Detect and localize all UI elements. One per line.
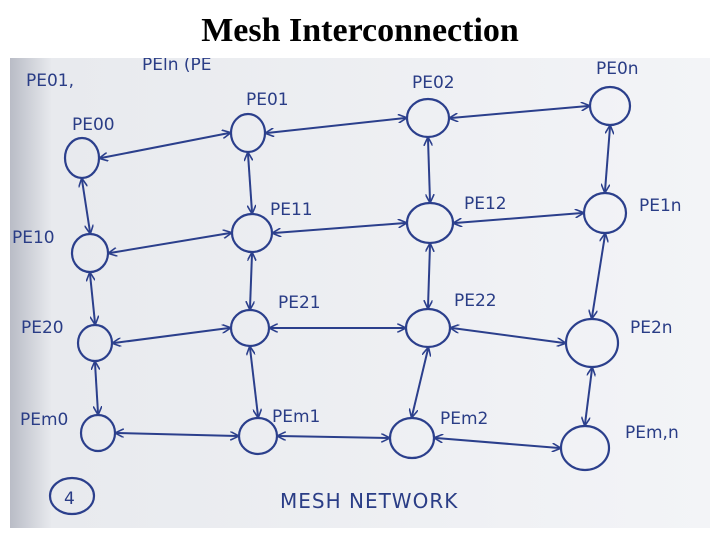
pe-node-2-2 [404, 307, 452, 349]
link-col-2-2 [412, 349, 428, 416]
pe-label-1-1: PE11 [270, 200, 313, 220]
pe-node-2-1 [229, 308, 271, 348]
pe-label-1-2: PE12 [464, 194, 507, 214]
link-col-0-3 [605, 127, 610, 191]
link-col-0-0 [82, 180, 90, 232]
page-number: 4 [64, 489, 75, 509]
link-col-1-1 [250, 254, 252, 308]
pe-node-2-0 [76, 323, 114, 363]
pe-node-1-3 [582, 191, 628, 235]
link-row-0-2 [451, 106, 588, 118]
top-fragment-text: PE01, [26, 71, 74, 91]
link-row-0-1 [267, 118, 405, 133]
link-row-2-2 [452, 328, 564, 343]
pe-node-2-3 [564, 317, 620, 369]
mesh-links [82, 106, 610, 448]
pe-node-1-0 [70, 232, 110, 274]
slide-title: Mesh Interconnection [201, 12, 519, 49]
pe-label-1-3: PE1n [639, 196, 682, 216]
pe-node-1-2 [405, 201, 455, 245]
link-col-2-1 [250, 348, 258, 416]
pe-node-0-3 [588, 85, 632, 127]
pe-node-0-1 [229, 112, 267, 154]
pe-label-2-2: PE22 [454, 291, 497, 311]
link-row-3-0 [117, 433, 237, 436]
pe-label-3-2: PEm2 [440, 409, 488, 429]
link-row-0-0 [101, 133, 229, 158]
pe-label-3-0: PEm0 [20, 410, 68, 430]
link-row-3-1 [279, 436, 388, 438]
pe-node-3-0 [79, 413, 117, 453]
footer-caption: MESH NETWORK [280, 489, 458, 513]
link-row-1-2 [455, 213, 582, 223]
mesh-nodes [63, 85, 632, 472]
pe-label-3-3: PEm,n [625, 423, 679, 443]
link-col-1-3 [592, 235, 605, 317]
pe-node-0-0 [63, 136, 101, 180]
link-row-2-0 [114, 328, 229, 343]
pe-node-3-3 [559, 424, 611, 472]
top-fragment-text-2: PEln (PE [142, 58, 212, 75]
link-col-2-3 [585, 369, 592, 424]
pe-node-3-2 [388, 416, 436, 460]
link-col-1-0 [90, 274, 95, 323]
pe-label-2-0: PE20 [21, 318, 64, 338]
pe-node-1-1 [230, 212, 274, 254]
link-row-1-1 [274, 223, 405, 233]
link-row-1-0 [110, 233, 230, 253]
pe-label-0-1: PE01 [246, 90, 289, 110]
pe-label-1-0: PE10 [12, 228, 55, 248]
link-col-2-0 [95, 363, 98, 413]
pe-label-2-3: PE2n [630, 318, 673, 338]
link-row-3-2 [436, 438, 559, 448]
link-col-0-2 [428, 139, 430, 201]
page-number-circle [48, 476, 96, 516]
link-col-0-1 [248, 154, 252, 212]
pe-label-0-3: PE0n [596, 59, 639, 79]
pe-node-3-1 [237, 416, 279, 456]
pe-label-0-0: PE00 [72, 115, 115, 135]
pe-label-3-1: PEm1 [272, 407, 320, 427]
pe-label-2-1: PE21 [278, 293, 321, 313]
pe-label-0-2: PE02 [412, 73, 455, 93]
paper-background [10, 58, 710, 528]
pe-node-0-2 [405, 97, 451, 139]
link-col-1-2 [428, 245, 430, 307]
